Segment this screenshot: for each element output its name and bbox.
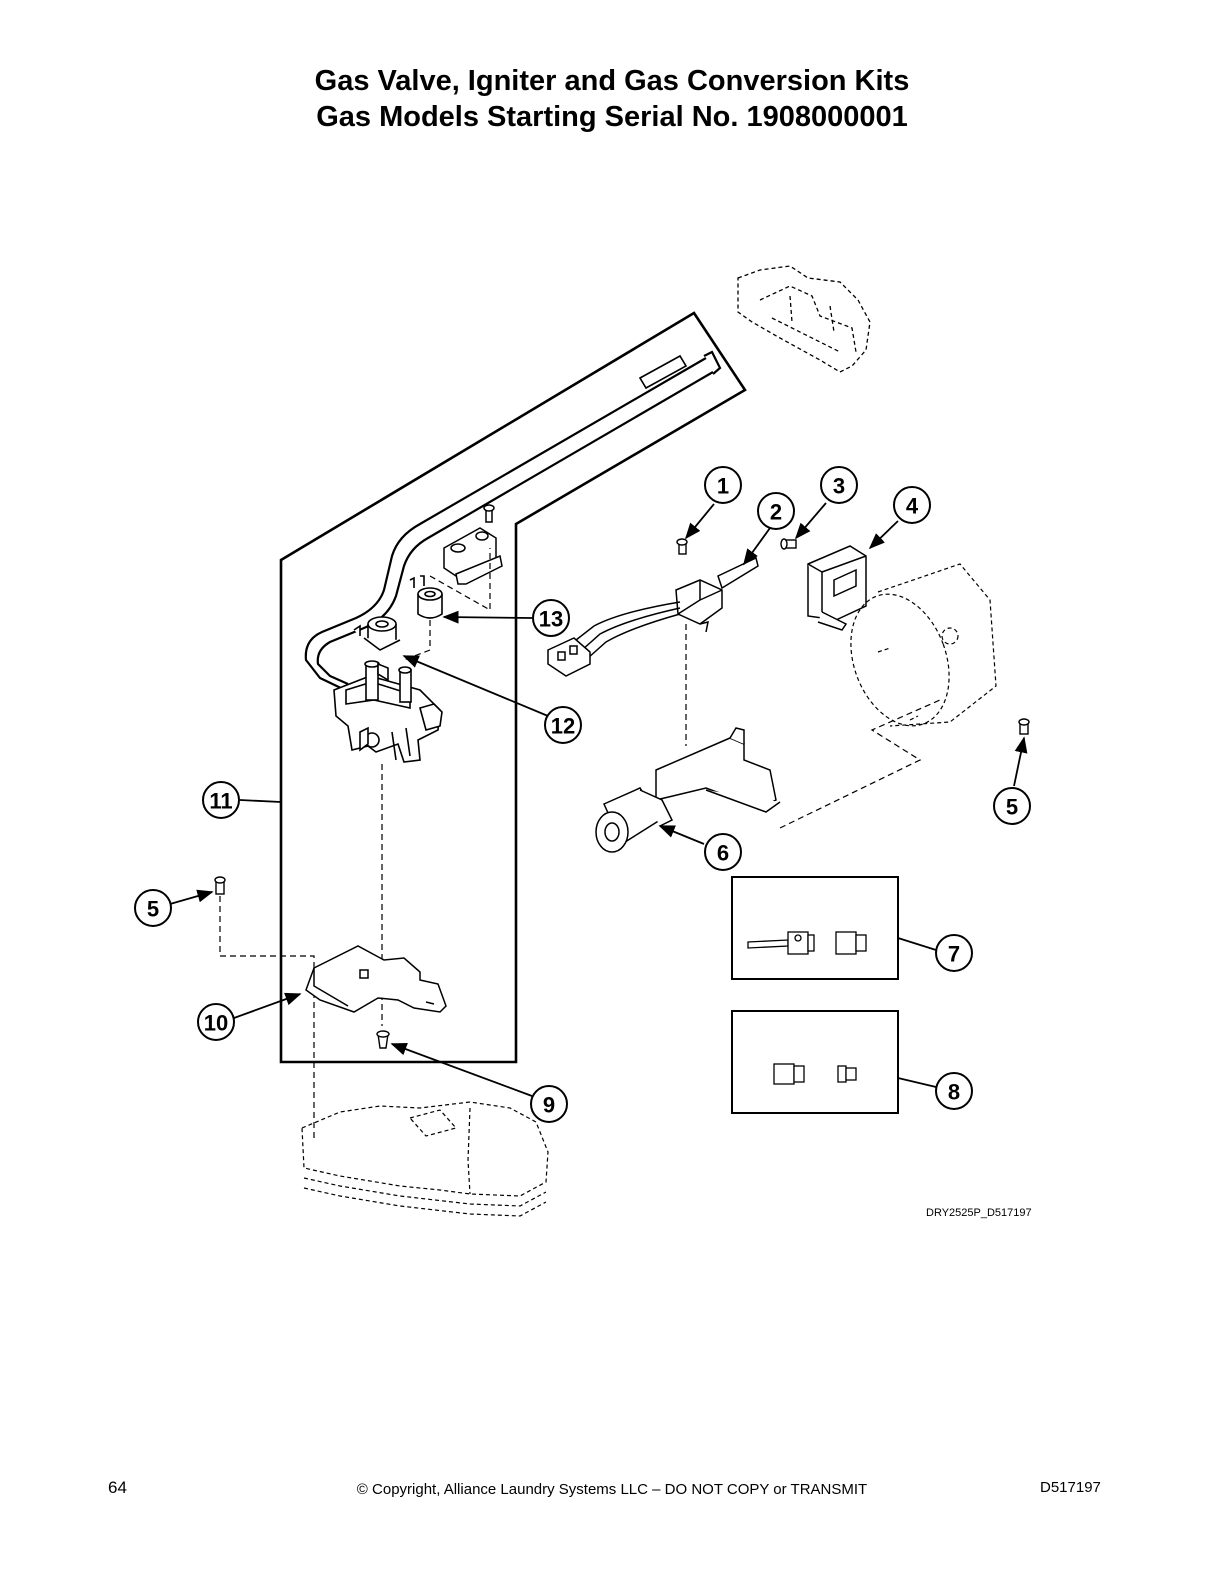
igniter-bracket-4 <box>807 545 867 631</box>
callout-6: 6 <box>717 841 729 866</box>
burner-6 <box>595 727 781 853</box>
document-number: D517197 <box>1040 1479 1101 1496</box>
copyright-notice: © Copyright, Alliance Laundry Systems LL… <box>356 1481 868 1498</box>
leader-lines <box>169 502 1028 1097</box>
conversion-kit-7 <box>731 876 899 980</box>
burner-housing-ghost <box>850 563 997 727</box>
callout-1: 1 <box>717 474 729 499</box>
callout-12: 12 <box>551 714 575 739</box>
callout-4: 4 <box>906 494 919 519</box>
callout-2: 2 <box>770 500 782 525</box>
callout-10: 10 <box>204 1011 228 1036</box>
callout-13: 13 <box>539 607 563 632</box>
valve-mount-plate-10 <box>305 945 447 1013</box>
callout-9: 9 <box>543 1093 555 1118</box>
screw-1 <box>676 538 688 555</box>
leader-11 <box>239 799 282 803</box>
screw-3 <box>780 538 797 550</box>
assembly-lines <box>219 548 941 1140</box>
coil-12 <box>353 616 401 651</box>
conversion-kit-8 <box>731 1010 899 1114</box>
gas-valve-bracket-frame <box>279 311 747 1064</box>
drawing-code: DRY2525P_D517197 <box>926 1207 1032 1219</box>
coil-13 <box>409 575 443 619</box>
callout-8: 8 <box>948 1080 960 1105</box>
title-line-2: Gas Models Starting Serial No. 190800000… <box>316 101 908 133</box>
callout-7: 7 <box>948 942 960 967</box>
screw-9 <box>376 1030 390 1049</box>
ghost-frame-top <box>737 265 871 373</box>
gas-valve <box>333 660 443 763</box>
callout-5-left: 5 <box>147 897 159 922</box>
screw-5-right <box>1018 718 1030 735</box>
screw-5-left <box>214 876 226 895</box>
callout-3: 3 <box>833 474 845 499</box>
callout-5-right: 5 <box>1006 795 1018 820</box>
title-line-1: Gas Valve, Igniter and Gas Conversion Ki… <box>314 65 910 97</box>
callout-11: 11 <box>209 789 232 814</box>
base-ghost <box>301 1101 549 1217</box>
page-number: 64 <box>108 1478 127 1497</box>
